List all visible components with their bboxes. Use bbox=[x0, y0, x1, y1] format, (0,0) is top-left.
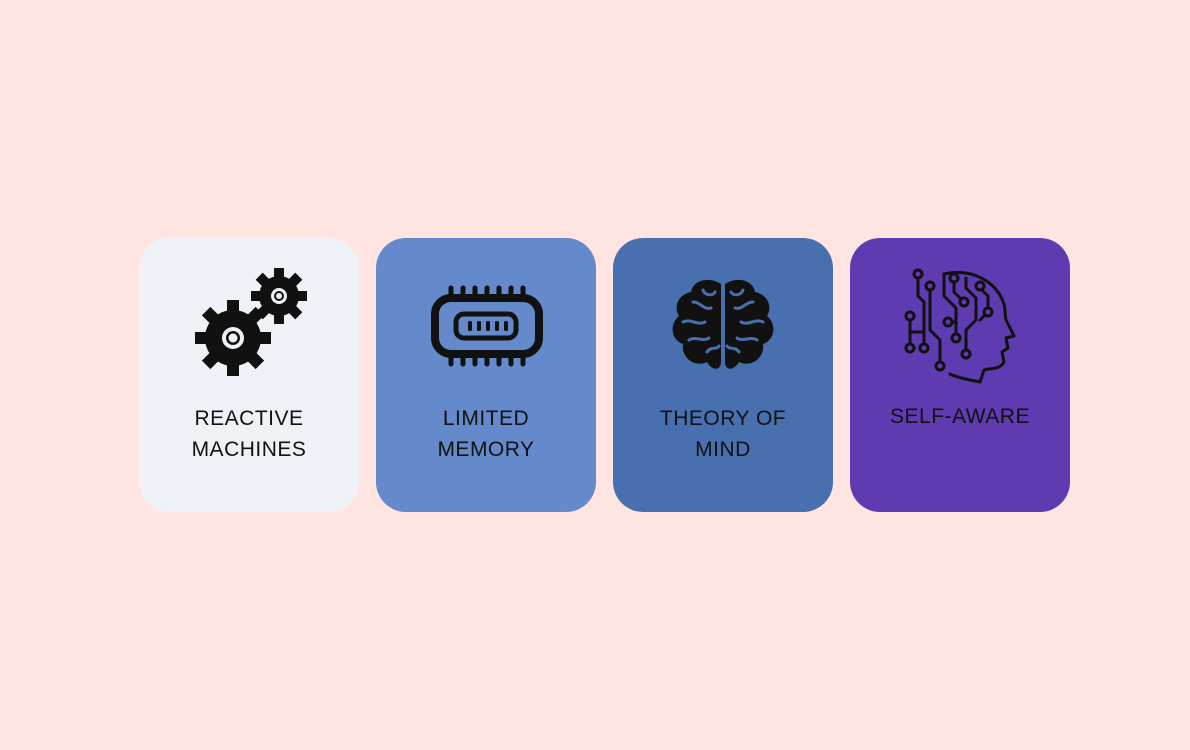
ai-types-cards: REACTIVE MACHINES bbox=[139, 238, 1070, 512]
card-label: REACTIVE MACHINES bbox=[191, 407, 307, 461]
card-theory-of-mind: THEORY OF MIND bbox=[613, 238, 833, 512]
card-self-aware: SELF-AWARE bbox=[850, 238, 1070, 512]
brain-icon bbox=[663, 266, 783, 386]
memory-chip-icon bbox=[426, 266, 546, 386]
card-limited-memory: LIMITED MEMORY bbox=[376, 238, 596, 512]
ai-head-icon bbox=[900, 266, 1020, 386]
card-label: SELF-AWARE bbox=[890, 405, 1030, 428]
gears-icon bbox=[189, 266, 309, 386]
card-label: LIMITED MEMORY bbox=[437, 407, 535, 461]
card-reactive-machines: REACTIVE MACHINES bbox=[139, 238, 359, 512]
card-label: THEORY OF MIND bbox=[659, 407, 787, 461]
